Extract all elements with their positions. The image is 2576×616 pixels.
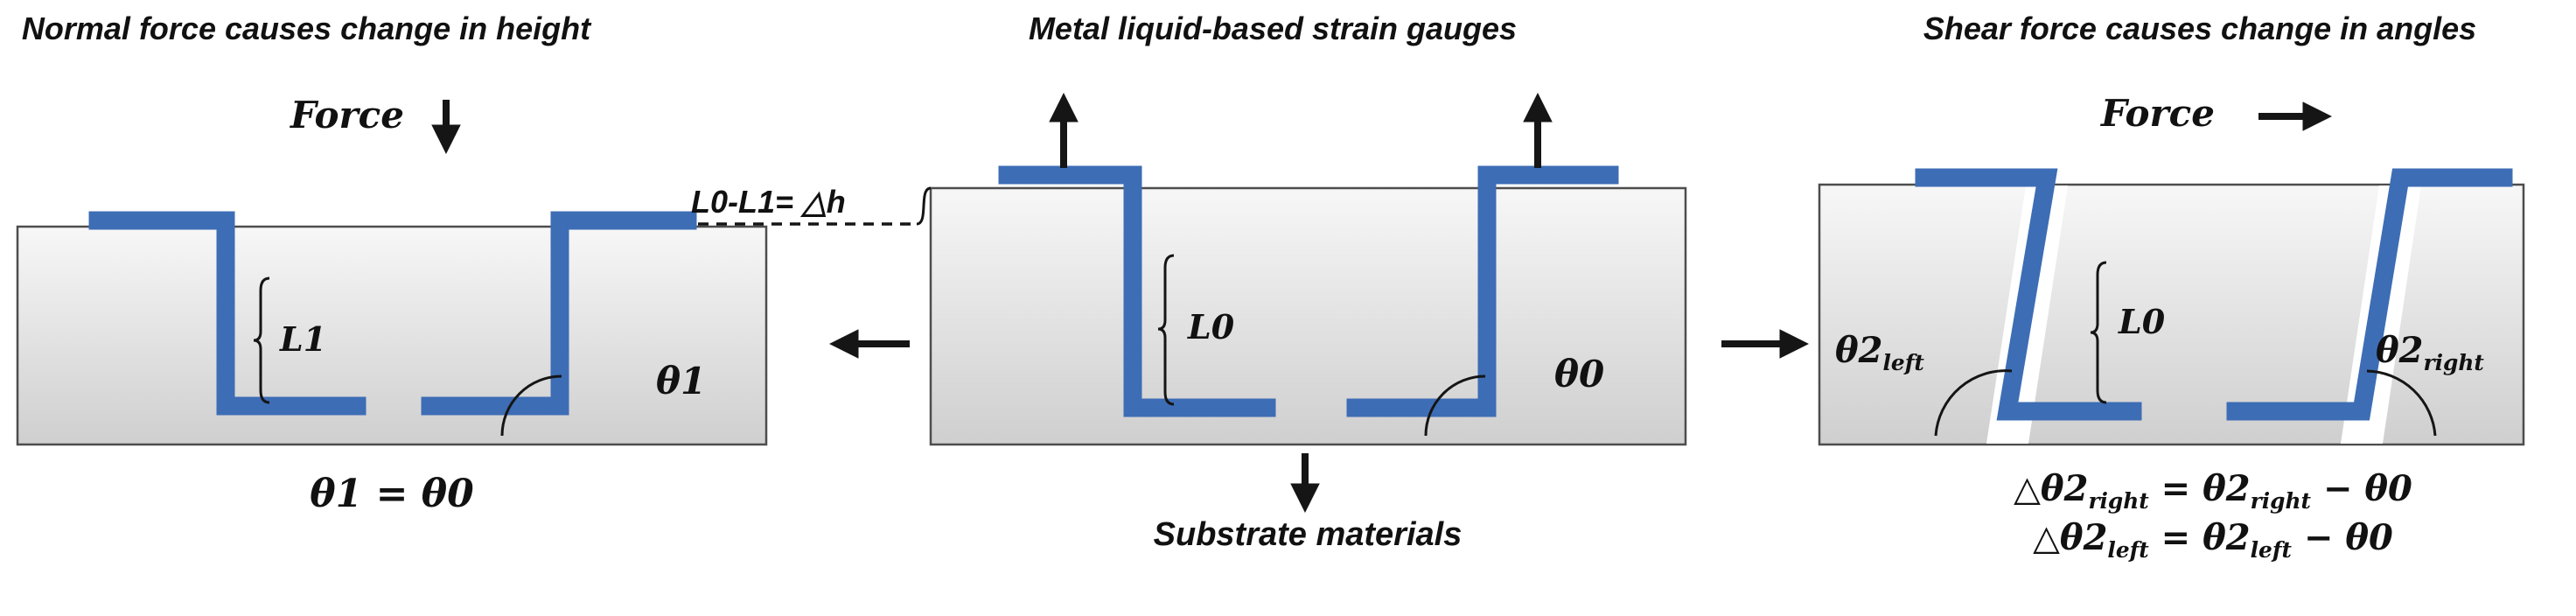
strain-gauge-left-panel-left bbox=[88, 211, 367, 416]
strain-gauge-middle-panel-right bbox=[1346, 165, 1619, 417]
strain-gauge-middle-panel-left bbox=[998, 165, 1276, 417]
substrate-block-middle bbox=[929, 186, 1687, 446]
theta2-right-base: θ2 bbox=[2376, 330, 2424, 371]
theta2-left-base: θ2 bbox=[1835, 330, 1883, 371]
middle-panel-title: Metal liquid-based strain gauges bbox=[1028, 10, 1518, 46]
brace-l0-right bbox=[2090, 261, 2107, 404]
eq-left-part2: = θ2 bbox=[2148, 517, 2251, 558]
equation-delta-theta2-right: △θ2right = θ2right − θ0 bbox=[1951, 469, 2475, 514]
l1-length-label: L1 bbox=[280, 319, 327, 359]
equation-delta-theta2-left: △θ2left = θ2left − θ0 bbox=[1951, 518, 2475, 564]
left-panel-title: Normal force causes change in height bbox=[21, 10, 591, 46]
l0-length-label-middle: L0 bbox=[1188, 307, 1235, 346]
height-change-label: L0-L1= △h bbox=[691, 184, 846, 220]
theta2-right-subscript: right bbox=[2423, 350, 2484, 375]
eq-left-sub1: left bbox=[2107, 537, 2149, 563]
substrate-block-left bbox=[16, 225, 768, 446]
strain-gauge-right-panel-right bbox=[2226, 168, 2513, 421]
eq-left-part1: △θ2 bbox=[2033, 517, 2108, 558]
angle-arc-theta2-left bbox=[1934, 369, 2013, 437]
brace-l0-middle bbox=[1157, 254, 1175, 406]
substrate-block-right bbox=[1818, 183, 2525, 446]
eq-left-sub2: left bbox=[2250, 537, 2292, 563]
theta1-angle-label: θ1 bbox=[656, 360, 707, 402]
theta2-left-angle-label: θ2left bbox=[1835, 331, 1924, 376]
eq-right-part3: − θ0 bbox=[2310, 468, 2412, 509]
height-difference-connector bbox=[916, 186, 932, 226]
angle-arc-theta1 bbox=[500, 374, 562, 437]
angle-arc-theta0 bbox=[1424, 374, 1486, 437]
strain-gauge-left-panel-right bbox=[421, 211, 697, 416]
right-force-label: Force bbox=[2101, 92, 2215, 135]
theta2-right-angle-label: θ2right bbox=[2376, 331, 2484, 376]
eq-right-sub1: right bbox=[2088, 488, 2149, 514]
left-force-label: Force bbox=[290, 94, 404, 136]
eq-right-part1: △θ2 bbox=[2014, 468, 2089, 509]
angle-arc-theta2-right bbox=[2366, 369, 2437, 437]
substrate-materials-label: Substrate materials bbox=[1153, 516, 1463, 553]
left-panel-equation: θ1 = θ0 bbox=[310, 472, 474, 516]
brace-l1 bbox=[253, 276, 270, 404]
l0-length-label-right: L0 bbox=[2119, 302, 2166, 341]
eq-left-part3: − θ0 bbox=[2291, 517, 2393, 558]
theta0-angle-label: θ0 bbox=[1554, 353, 1605, 396]
eq-right-part2: = θ2 bbox=[2148, 468, 2251, 509]
strain-gauge-right-panel-left bbox=[1915, 168, 2142, 421]
right-panel-title: Shear force causes change in angles bbox=[1923, 10, 2477, 46]
theta2-left-subscript: left bbox=[1882, 350, 1924, 375]
eq-right-sub2: right bbox=[2250, 488, 2311, 514]
